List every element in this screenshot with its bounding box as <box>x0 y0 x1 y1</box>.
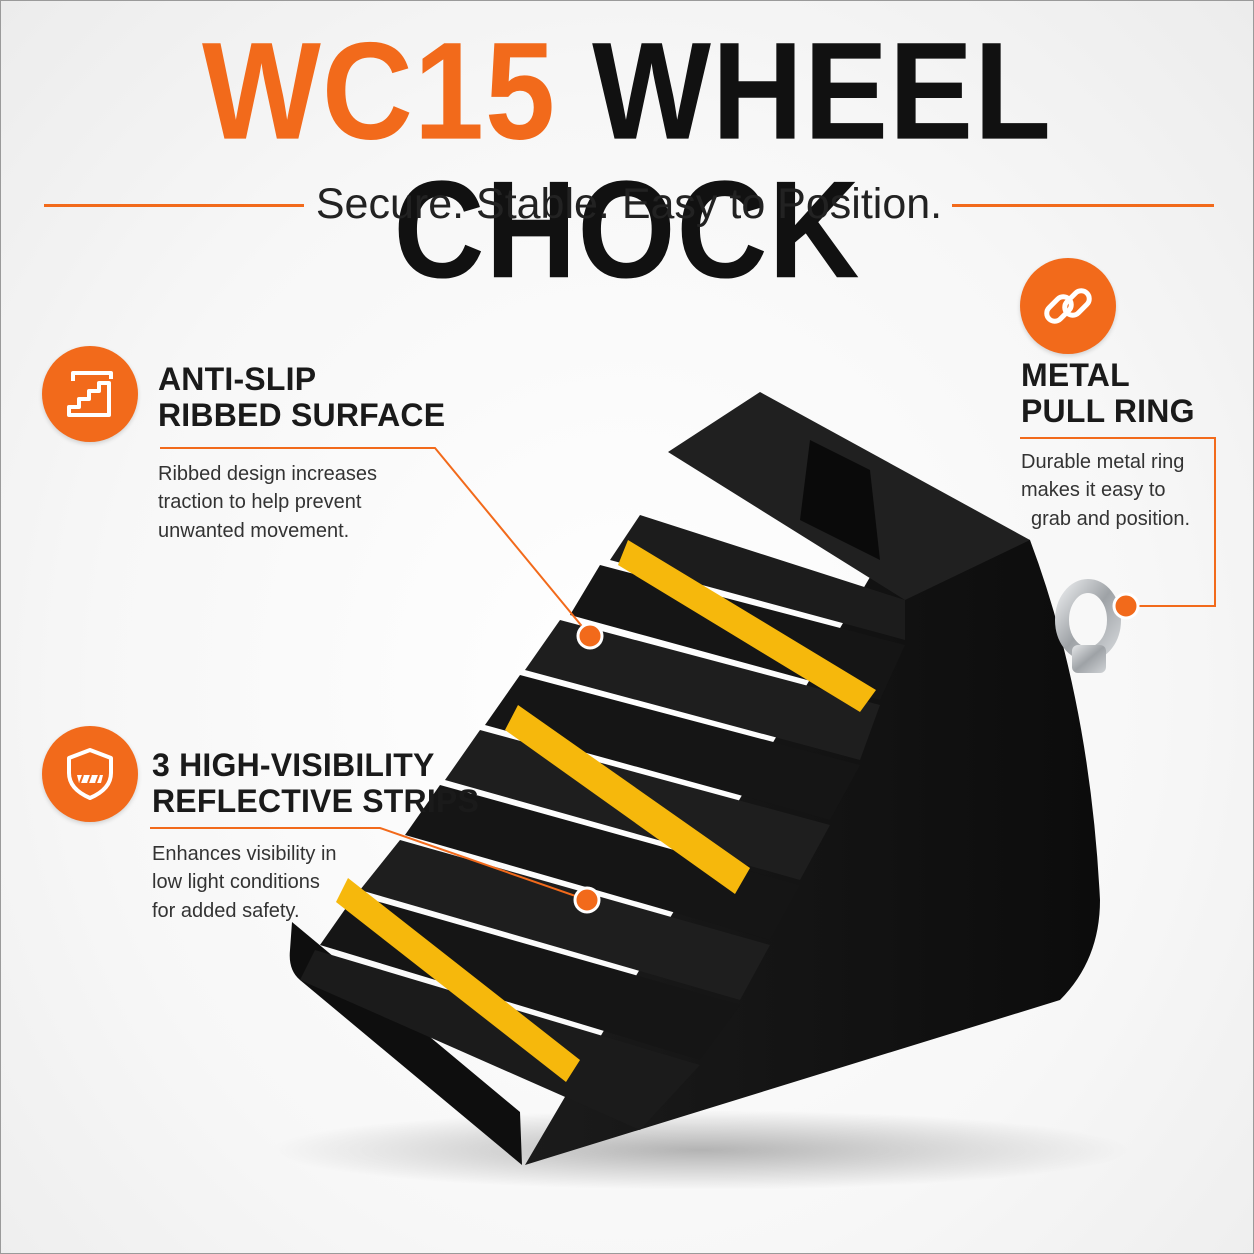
callout-line-ring <box>1020 437 1216 607</box>
step-4 <box>485 675 860 820</box>
tagline: Secure. Stable. Easy to Position. <box>315 180 943 228</box>
callout-dots <box>573 592 1140 914</box>
tagline-row: Secure. Stable. Easy to Position. <box>44 178 1214 232</box>
shield-icon <box>42 726 138 822</box>
step-7 <box>360 840 770 1000</box>
model-number: WC15 <box>201 13 557 169</box>
feature-desc-ring: Durable metal ring makes it easy to grab… <box>1021 451 1191 530</box>
callout-dot-ring <box>1112 592 1140 620</box>
feature-title-reflective: 3 HIGH-VISIBILITY REFLECTIVE STRIPS <box>152 747 479 819</box>
reflective-strip-bottom <box>336 878 580 1082</box>
feature-title-ring: METAL PULL RING <box>1021 357 1195 429</box>
reflective-strips <box>336 540 876 1082</box>
chock-top-slot <box>800 440 880 560</box>
step-9 <box>300 950 700 1130</box>
feature-desc-ribbed: Ribbed design increases traction to help… <box>158 463 378 542</box>
step-6 <box>405 785 800 940</box>
reflective-strip-top <box>618 540 876 712</box>
chain-link-icon <box>1020 258 1116 354</box>
callout-dot-ribbed <box>576 622 604 650</box>
ground-shadow <box>270 1110 1130 1190</box>
tagline-rule-left <box>44 204 304 207</box>
feature-desc-reflective: Enhances visibility in low light conditi… <box>152 843 337 922</box>
callout-line-ribbed <box>160 447 591 637</box>
step-8 <box>320 895 740 1060</box>
page-title: WC15 WHEEL CHOCK <box>0 21 1254 299</box>
metal-pull-ring <box>1055 579 1121 673</box>
chock-steps <box>300 515 905 1130</box>
callout-dot-reflective <box>573 886 601 914</box>
step-3 <box>525 620 880 760</box>
feature-title-ribbed: ANTI-SLIP RIBBED SURFACE <box>158 361 446 433</box>
reflective-strip-middle <box>505 705 750 894</box>
step-1 <box>610 515 905 640</box>
tagline-rule-right <box>952 204 1214 207</box>
callout-line-reflective <box>150 827 588 901</box>
stairs-icon <box>42 346 138 442</box>
product-name: WHEEL CHOCK <box>393 13 1053 307</box>
callout-lines <box>150 437 1216 901</box>
